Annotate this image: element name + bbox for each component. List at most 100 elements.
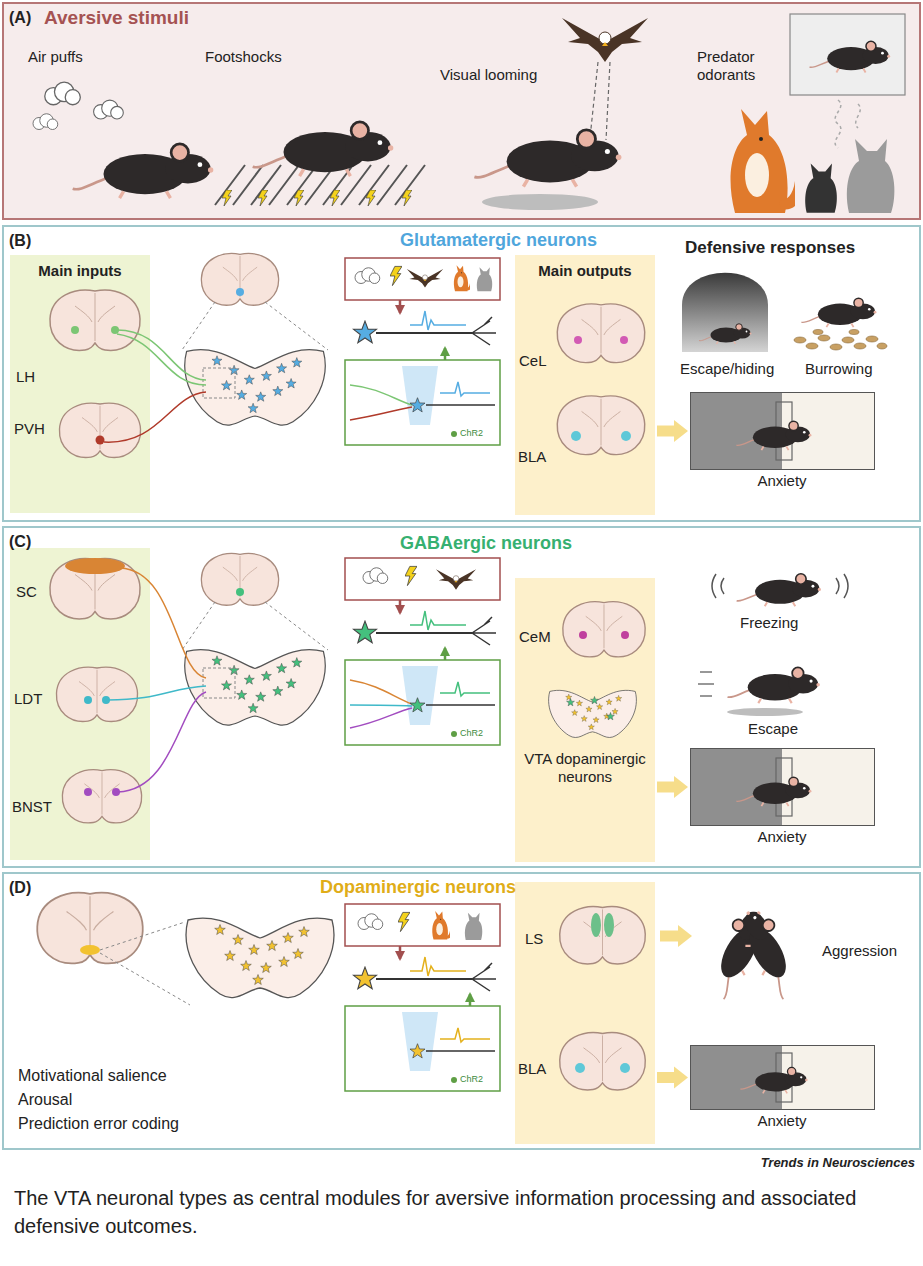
response-name: Aggression [822, 942, 897, 960]
neuron [410, 311, 466, 330]
vta-overview [182, 602, 328, 650]
region-name: CeL [519, 352, 547, 370]
stimulus-name: Visual looming [440, 66, 537, 84]
vta-overview [104, 392, 206, 442]
escape-hiding-figure [682, 273, 768, 352]
panel: (A)Aversive stimuli [2, 2, 921, 220]
optogenetics-box [350, 407, 412, 420]
response-name: Freezing [740, 614, 798, 632]
vta-overview [215, 925, 310, 985]
air-puff-scene [94, 100, 124, 119]
anxiety-test-figure [736, 421, 811, 450]
region-name: VTA dopaminergic neurons [520, 750, 650, 786]
optogenetics-box [426, 1050, 495, 1052]
burrowing-figure [877, 343, 887, 349]
column-heading: Defensive responses [685, 238, 855, 258]
output-brain-sections [549, 690, 637, 737]
neuron [410, 957, 466, 976]
input-brain-sections [71, 326, 79, 334]
air-puff-scene [45, 82, 81, 105]
input-brain-sections [50, 559, 140, 619]
box-fill [2, 2, 921, 220]
optogenetics-box [345, 660, 500, 745]
stimulus-box [465, 913, 482, 940]
output-brain-sections [621, 631, 629, 639]
input-brain-sections [84, 788, 92, 796]
light-dark-box: Anxiety [690, 392, 875, 470]
output-brain-sections [567, 698, 575, 706]
input-brain-sections [50, 290, 140, 350]
predator-scene [805, 164, 837, 213]
region-name: PVH [14, 420, 45, 438]
footshock-scene [330, 190, 340, 206]
optogenetics-box [345, 660, 500, 745]
freezing-figure [712, 574, 848, 598]
neuron [354, 311, 496, 345]
anxiety-test-figure [736, 758, 811, 816]
output-brain-sections [620, 336, 628, 344]
vta-overview [100, 922, 190, 1005]
vta-overview [182, 302, 328, 350]
box-fill [10, 255, 150, 513]
stimulus-box [345, 258, 500, 300]
predator-scene [835, 100, 841, 148]
box-heading: Main inputs [10, 262, 150, 280]
function-note: Arousal [18, 1090, 72, 1109]
arrow-shaft [657, 1072, 675, 1083]
output-brain-sections [560, 1033, 646, 1090]
anxiety-test-figure [736, 777, 811, 806]
input-brain-sections [62, 770, 141, 823]
vta-overview [236, 588, 244, 596]
test-name: Anxiety [690, 1112, 875, 1130]
neuron [354, 611, 496, 645]
box-fill [10, 548, 150, 860]
output-brain-sections [560, 907, 646, 964]
optogenetics-box [350, 680, 412, 704]
looming-scene [474, 130, 621, 187]
output-brain-sections [557, 396, 645, 455]
output-brain-sections [563, 602, 645, 657]
optogenetics-box [440, 382, 490, 396]
output-brain-sections [566, 694, 622, 730]
air-puff-scene [33, 114, 58, 130]
stimulus-box [390, 266, 402, 285]
escape-figure [727, 667, 819, 703]
stimulation-arrow [444, 348, 447, 360]
vta-overview [185, 350, 325, 425]
anxiety-test-figure [736, 402, 811, 460]
input-brain-sections [50, 558, 142, 823]
panel-letter: (D) [9, 878, 31, 897]
predator-scene [856, 104, 861, 128]
region-name: BLA [518, 1060, 546, 1078]
burrowing-figure [794, 298, 887, 350]
stimulus-arrow [399, 600, 402, 613]
stimulus-name: Footshocks [205, 48, 282, 66]
region-name: LH [16, 368, 35, 386]
aggression-figure [698, 903, 810, 1002]
panel-heading: Aversive stimuli [44, 7, 189, 30]
stimulus-box [355, 268, 380, 284]
box-fill [690, 392, 875, 470]
input-box: SCLDTBNST [10, 548, 150, 860]
output-arrow [660, 931, 678, 942]
stimulus-box [363, 568, 388, 584]
output-brain-sections [575, 1063, 585, 1073]
vta-overview [80, 945, 100, 955]
vta-overview [186, 918, 334, 997]
optogenetics-box [440, 1028, 490, 1042]
burrowing-figure [842, 337, 854, 343]
neuron [354, 621, 377, 643]
optogenetics-box [426, 404, 495, 406]
footshock-scene [294, 190, 304, 206]
function-note: Prediction error coding [18, 1114, 179, 1133]
opsin-tag: ChR2 [460, 1074, 483, 1085]
output-brain-sections [591, 913, 601, 937]
vta-overview [203, 668, 235, 698]
vta-overview [37, 893, 334, 1005]
optogenetics-box [345, 360, 500, 445]
neuron [354, 957, 496, 991]
escape-figure [698, 672, 714, 696]
optogenetics-box [451, 731, 457, 737]
journal-mark: Trends in Neurosciences [761, 1155, 915, 1171]
